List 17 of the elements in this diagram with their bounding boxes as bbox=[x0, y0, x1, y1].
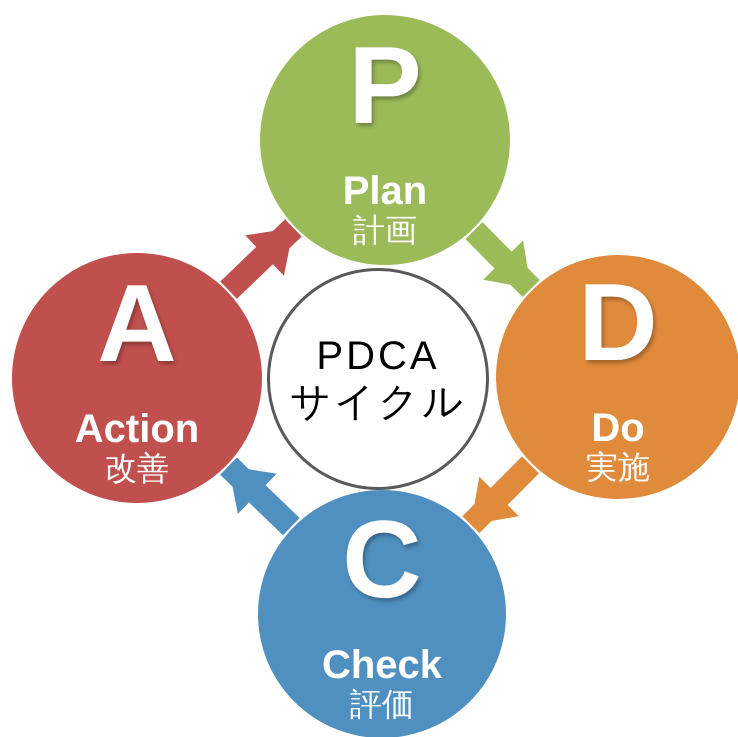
block-arrow bbox=[220, 457, 300, 536]
block-arrow bbox=[220, 219, 302, 299]
block-arrow bbox=[462, 456, 539, 534]
circle-subtitle: 改善 bbox=[105, 451, 169, 487]
circle-title: Check bbox=[322, 643, 442, 688]
block-arrow bbox=[465, 222, 540, 298]
circle-title: Do bbox=[591, 406, 645, 450]
circle-letter: P bbox=[348, 31, 422, 142]
circle-subtitle: 実施 bbox=[586, 450, 650, 486]
circle-letter: C bbox=[342, 505, 422, 616]
circle-letter: D bbox=[578, 268, 658, 378]
circle-title: Action bbox=[74, 407, 200, 452]
circle-subtitle: 計画 bbox=[353, 213, 417, 249]
circle-letter: A bbox=[97, 269, 177, 380]
circle-subtitle: 評価 bbox=[350, 687, 414, 723]
cycle-label: PDCA サイクル bbox=[289, 333, 467, 425]
circle-title: Plan bbox=[342, 169, 428, 214]
